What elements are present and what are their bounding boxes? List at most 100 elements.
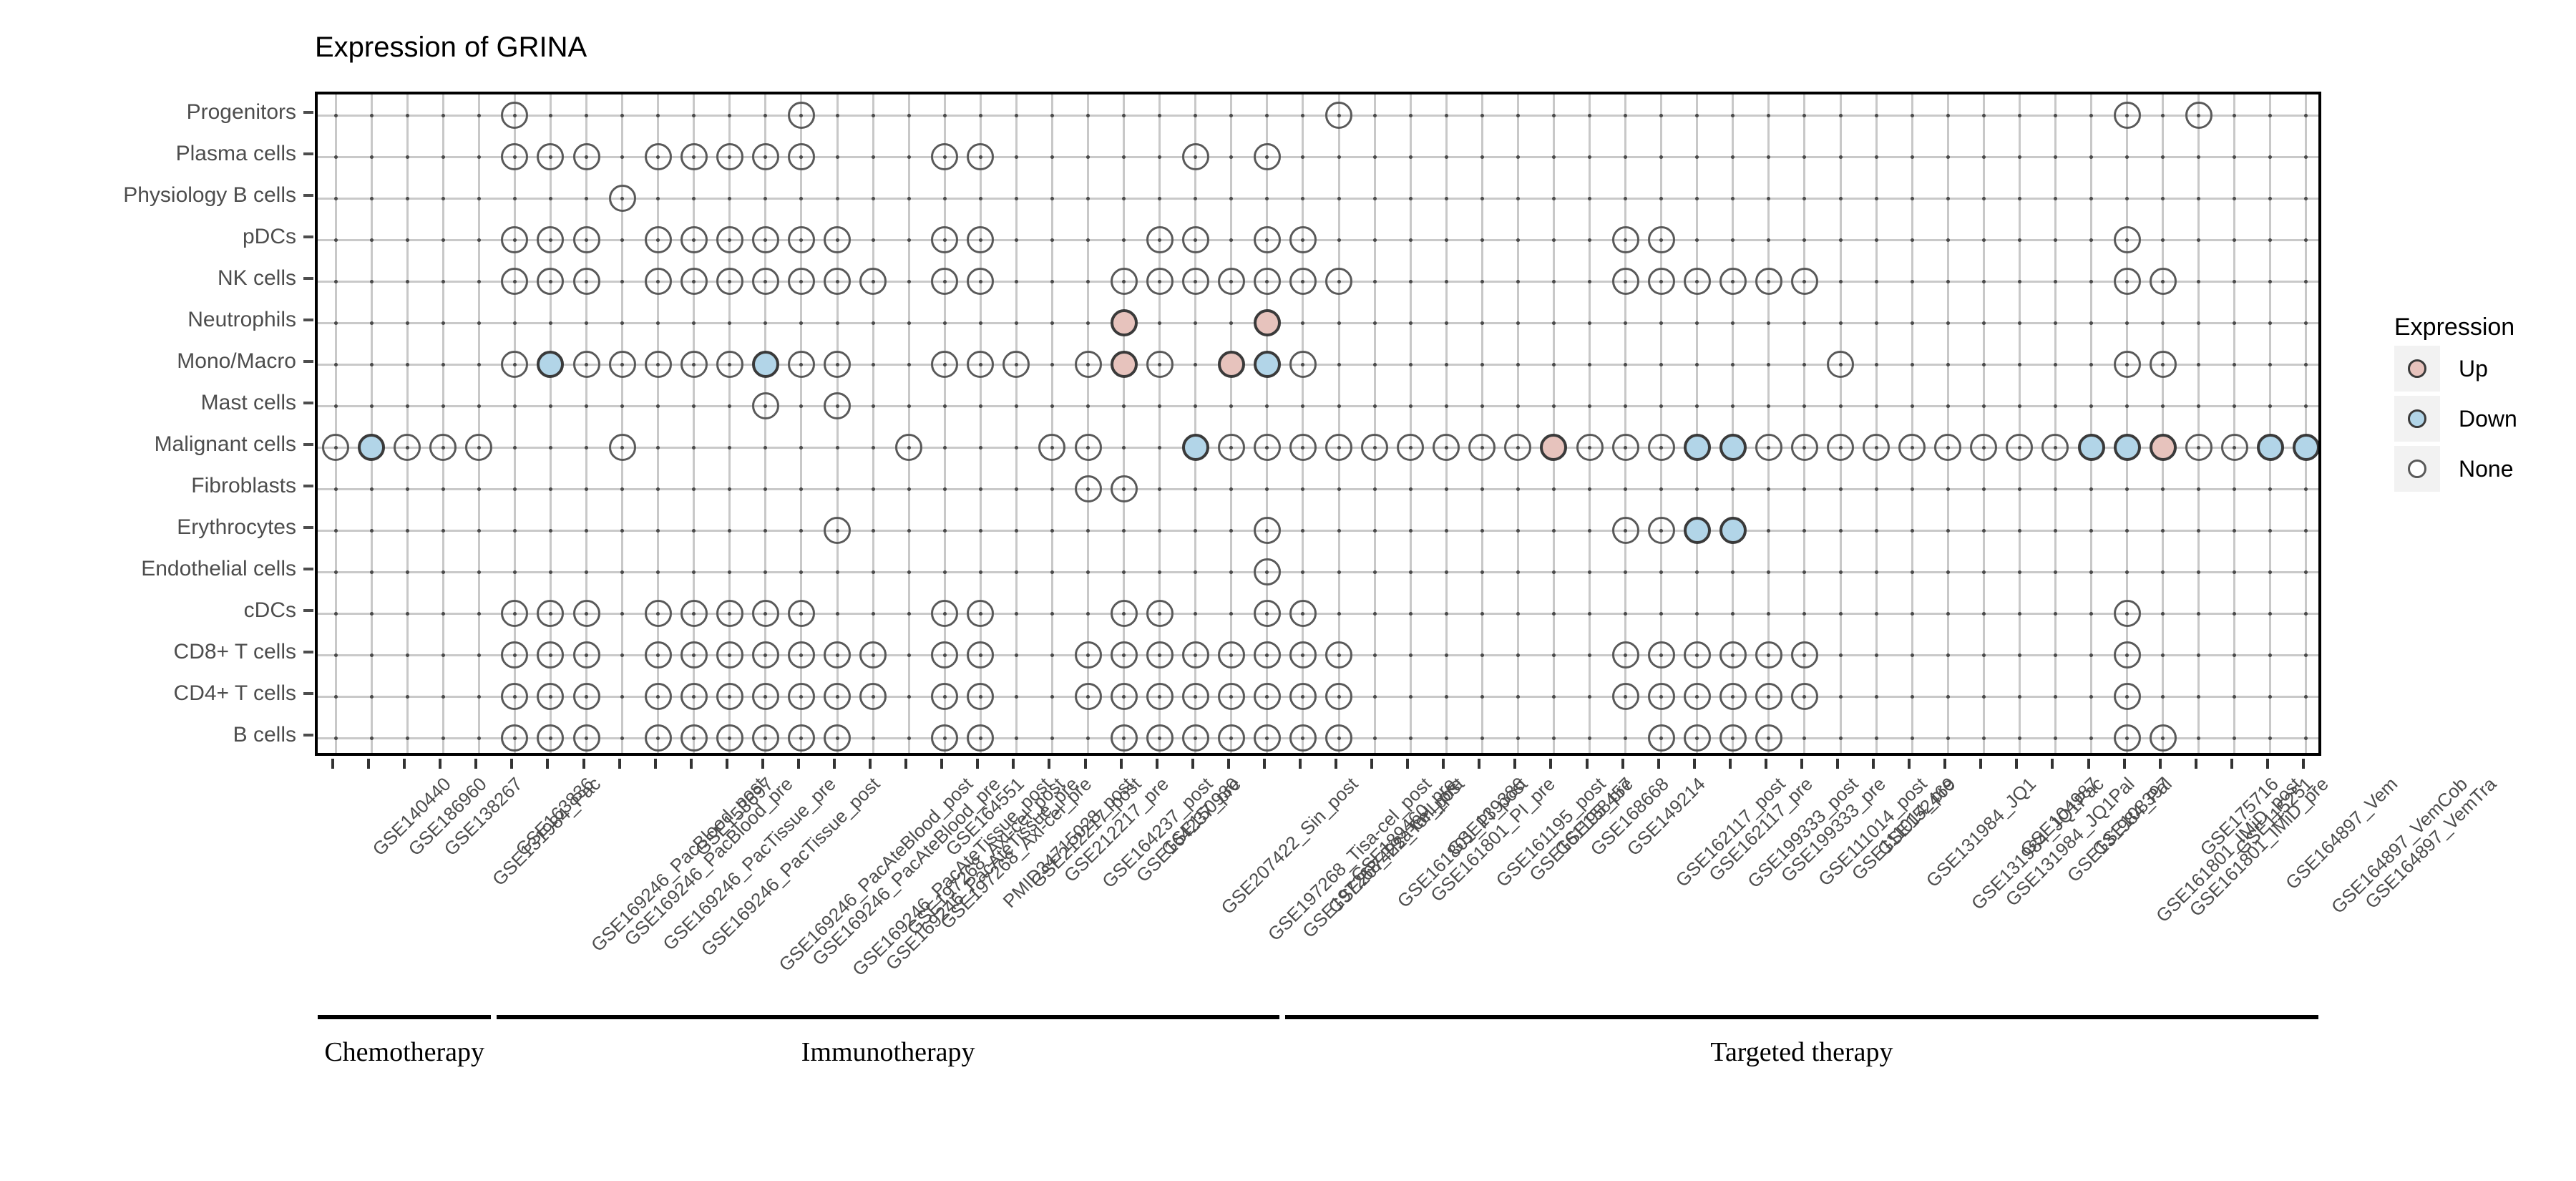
- expression-dot[interactable]: [824, 351, 852, 378]
- expression-dot[interactable]: [644, 683, 672, 710]
- expression-dot[interactable]: [1110, 683, 1138, 710]
- expression-dot[interactable]: [716, 268, 743, 295]
- expression-dot[interactable]: [824, 226, 852, 253]
- expression-dot[interactable]: [1683, 268, 1711, 295]
- expression-dot[interactable]: [537, 683, 565, 710]
- expression-dot[interactable]: [1325, 102, 1353, 129]
- expression-dot[interactable]: [1074, 475, 1102, 502]
- expression-dot[interactable]: [429, 434, 457, 461]
- expression-dot[interactable]: [1146, 268, 1174, 295]
- expression-dot[interactable]: [644, 143, 672, 170]
- expression-dot[interactable]: [787, 226, 815, 253]
- expression-dot[interactable]: [751, 226, 779, 253]
- expression-dot[interactable]: [1683, 683, 1711, 710]
- expression-dot[interactable]: [501, 683, 529, 710]
- expression-dot[interactable]: [1181, 724, 1209, 752]
- expression-dot[interactable]: [1790, 641, 1818, 669]
- expression-dot[interactable]: [1325, 641, 1353, 669]
- expression-dot[interactable]: [572, 143, 600, 170]
- expression-dot[interactable]: [1397, 434, 1425, 461]
- expression-dot[interactable]: [1827, 351, 1855, 378]
- expression-dot[interactable]: [967, 351, 995, 378]
- expression-dot[interactable]: [644, 641, 672, 669]
- expression-dot[interactable]: [501, 724, 529, 752]
- expression-dot[interactable]: [1289, 268, 1317, 295]
- expression-dot[interactable]: [1289, 600, 1317, 627]
- expression-dot[interactable]: [1611, 517, 1639, 544]
- expression-dot[interactable]: [2149, 268, 2177, 295]
- expression-dot[interactable]: [716, 683, 743, 710]
- expression-dot[interactable]: [1146, 724, 1174, 752]
- expression-dot[interactable]: [537, 268, 565, 295]
- expression-dot[interactable]: [1289, 434, 1317, 461]
- expression-dot[interactable]: [2292, 434, 2318, 461]
- expression-dot[interactable]: [1611, 268, 1639, 295]
- expression-dot[interactable]: [716, 641, 743, 669]
- expression-dot[interactable]: [1325, 434, 1353, 461]
- expression-dot[interactable]: [322, 434, 350, 461]
- expression-dot[interactable]: [1755, 434, 1782, 461]
- expression-dot[interactable]: [787, 683, 815, 710]
- expression-dot[interactable]: [1253, 641, 1281, 669]
- expression-dot[interactable]: [716, 600, 743, 627]
- expression-dot[interactable]: [680, 351, 708, 378]
- expression-dot[interactable]: [1217, 434, 1245, 461]
- expression-dot[interactable]: [2113, 102, 2141, 129]
- expression-dot[interactable]: [572, 641, 600, 669]
- expression-dot[interactable]: [2113, 683, 2141, 710]
- expression-dot[interactable]: [1253, 268, 1281, 295]
- expression-dot[interactable]: [680, 600, 708, 627]
- expression-dot[interactable]: [1181, 434, 1209, 461]
- expression-dot[interactable]: [1325, 724, 1353, 752]
- expression-dot[interactable]: [501, 102, 529, 129]
- expression-dot[interactable]: [608, 351, 636, 378]
- expression-dot[interactable]: [644, 600, 672, 627]
- expression-dot[interactable]: [1181, 641, 1209, 669]
- expression-dot[interactable]: [2113, 600, 2141, 627]
- legend-item[interactable]: Down: [2394, 396, 2517, 442]
- expression-dot[interactable]: [931, 226, 959, 253]
- expression-dot[interactable]: [751, 683, 779, 710]
- expression-dot[interactable]: [1146, 226, 1174, 253]
- expression-dot[interactable]: [751, 351, 779, 378]
- expression-dot[interactable]: [501, 600, 529, 627]
- expression-dot[interactable]: [1576, 434, 1604, 461]
- expression-dot[interactable]: [1719, 268, 1747, 295]
- legend-item[interactable]: Up: [2394, 346, 2517, 392]
- expression-dot[interactable]: [824, 724, 852, 752]
- expression-dot[interactable]: [2006, 434, 2034, 461]
- expression-dot[interactable]: [1540, 434, 1568, 461]
- expression-dot[interactable]: [1289, 351, 1317, 378]
- expression-dot[interactable]: [751, 143, 779, 170]
- expression-dot[interactable]: [572, 351, 600, 378]
- expression-dot[interactable]: [501, 268, 529, 295]
- expression-dot[interactable]: [537, 641, 565, 669]
- expression-dot[interactable]: [824, 517, 852, 544]
- expression-dot[interactable]: [1433, 434, 1460, 461]
- expression-dot[interactable]: [787, 724, 815, 752]
- expression-dot[interactable]: [1146, 600, 1174, 627]
- expression-dot[interactable]: [572, 226, 600, 253]
- expression-dot[interactable]: [1647, 434, 1675, 461]
- expression-dot[interactable]: [824, 392, 852, 419]
- expression-dot[interactable]: [895, 434, 923, 461]
- expression-dot[interactable]: [787, 641, 815, 669]
- expression-dot[interactable]: [680, 641, 708, 669]
- expression-dot[interactable]: [1038, 434, 1066, 461]
- expression-dot[interactable]: [465, 434, 493, 461]
- expression-dot[interactable]: [2113, 351, 2141, 378]
- expression-dot[interactable]: [1790, 683, 1818, 710]
- expression-dot[interactable]: [1755, 268, 1782, 295]
- expression-dot[interactable]: [1683, 641, 1711, 669]
- expression-dot[interactable]: [751, 724, 779, 752]
- expression-dot[interactable]: [1647, 683, 1675, 710]
- expression-dot[interactable]: [1719, 641, 1747, 669]
- expression-dot[interactable]: [1110, 600, 1138, 627]
- expression-dot[interactable]: [751, 268, 779, 295]
- expression-dot[interactable]: [859, 683, 887, 710]
- expression-dot[interactable]: [1863, 434, 1890, 461]
- expression-dot[interactable]: [2113, 226, 2141, 253]
- expression-dot[interactable]: [1325, 683, 1353, 710]
- expression-dot[interactable]: [931, 268, 959, 295]
- expression-dot[interactable]: [1110, 724, 1138, 752]
